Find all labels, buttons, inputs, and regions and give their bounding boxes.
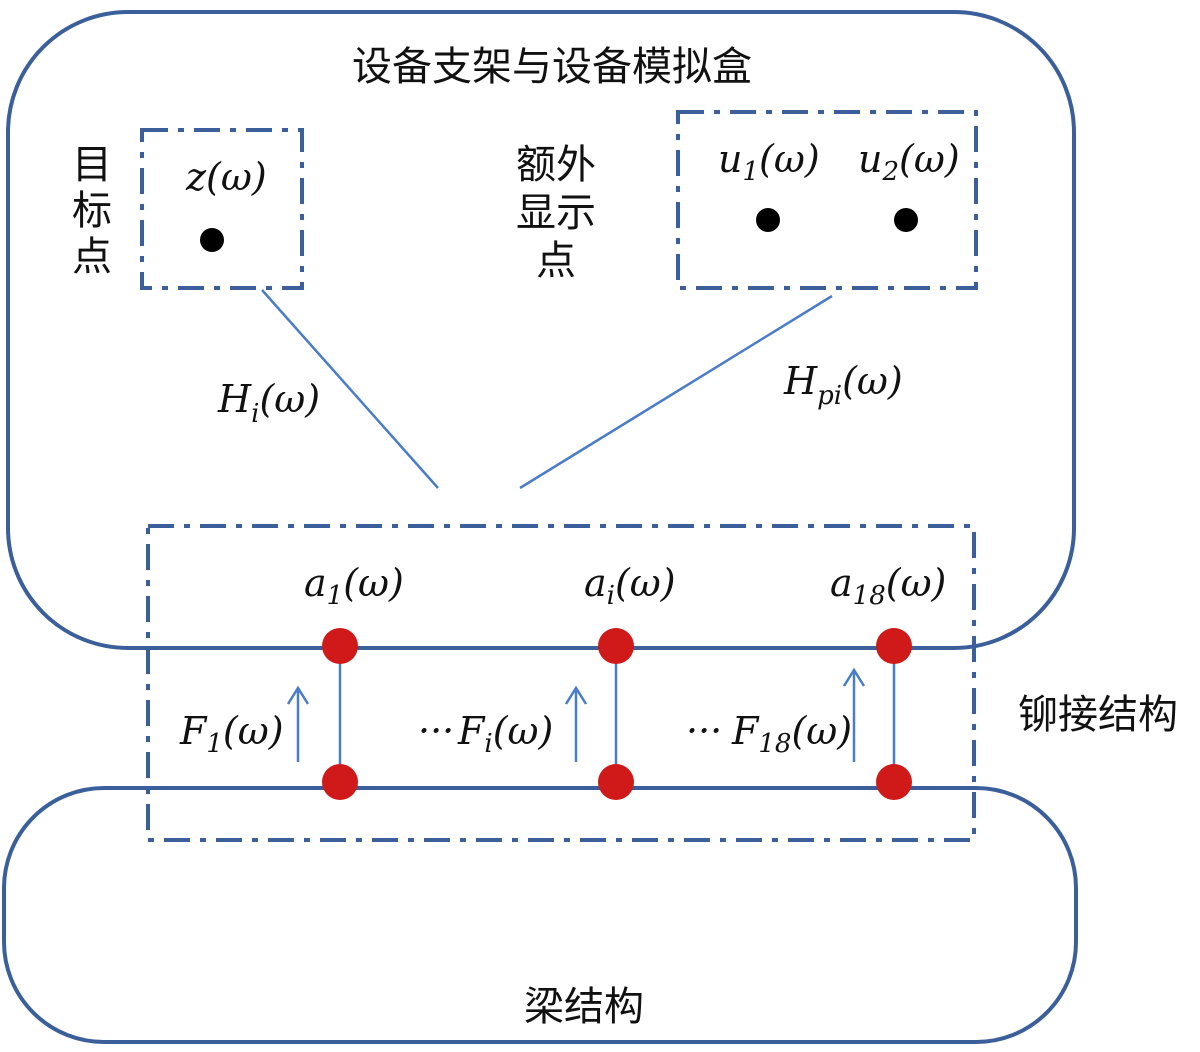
extra-point-2-dot xyxy=(894,208,918,232)
u2-omega-label: u2(ω) xyxy=(858,137,960,187)
Fi-omega-label: Fi(ω) xyxy=(457,709,553,759)
ellipsis-i: ··· xyxy=(418,709,454,753)
beam-region xyxy=(2,786,1078,1044)
target-label-3: 点 xyxy=(72,234,112,280)
ellipsis-18: ··· xyxy=(686,709,722,753)
target-point-dot xyxy=(200,228,224,252)
connector-target xyxy=(261,289,439,489)
target-label-1: 目 xyxy=(72,142,112,188)
F1-omega-label: F1(ω) xyxy=(179,709,284,759)
Hpi-omega-label: Hpi(ω) xyxy=(783,359,903,411)
force-arrow-i xyxy=(564,685,588,762)
rivet-node-top-i xyxy=(598,628,634,664)
force-arrow-1 xyxy=(286,685,310,762)
rivet-node-bottom-18 xyxy=(876,764,912,800)
F18-omega-label: F18(ω) xyxy=(731,709,852,759)
u1-omega-label: u1(ω) xyxy=(718,137,820,187)
equipment-region xyxy=(6,10,1076,650)
target-label-2: 标 xyxy=(72,188,112,234)
force-arrow-18 xyxy=(842,667,866,762)
rivet-node-top-1 xyxy=(322,628,358,664)
rivet-node-bottom-i xyxy=(598,764,634,800)
target-point-box xyxy=(140,128,304,290)
extra-label-1: 额外 xyxy=(516,142,596,188)
Hi-omega-label: Hi(ω) xyxy=(217,377,320,429)
beam-structure-label: 梁结构 xyxy=(524,984,644,1030)
rivet-structure-label: 铆接结构 xyxy=(1018,692,1178,738)
equipment-label: 设备支架与设备模拟盒 xyxy=(352,44,752,90)
extra-label-2: 显示 xyxy=(516,190,596,236)
ai-omega-label: ai(ω) xyxy=(584,561,676,611)
rivet-node-bottom-1 xyxy=(322,764,358,800)
extra-point-1-dot xyxy=(756,208,780,232)
a1-omega-label: a1(ω) xyxy=(304,561,404,611)
rivet-node-top-18 xyxy=(876,628,912,664)
z-omega-label: z(ω) xyxy=(185,155,267,199)
extra-display-box xyxy=(676,110,978,290)
connector-extra xyxy=(519,294,833,490)
a18-omega-label: a18(ω) xyxy=(830,561,946,611)
extra-label-3: 点 xyxy=(536,238,576,284)
